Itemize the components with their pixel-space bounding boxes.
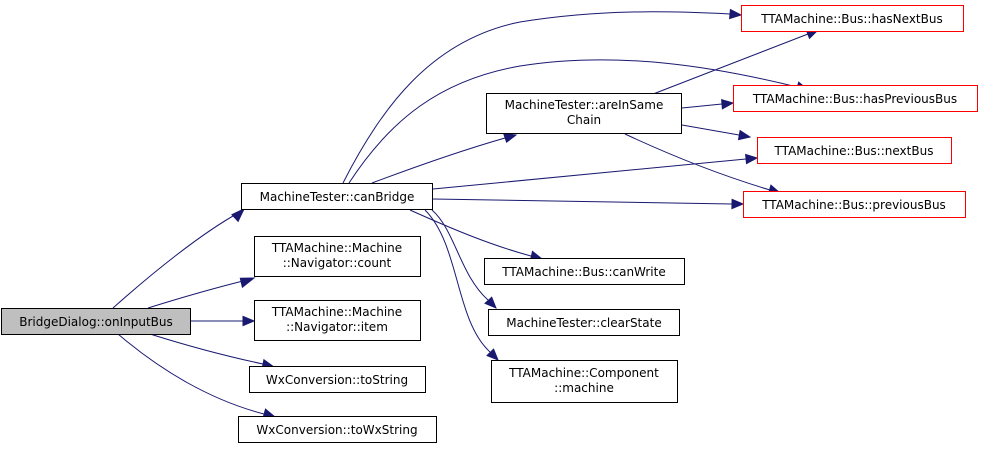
edge-canBridge-to-hasNextBus bbox=[342, 8, 743, 184]
edge-areInSameChain-to-previousBus bbox=[624, 133, 782, 195]
edge-canBridge-to-previousBus bbox=[432, 198, 745, 210]
edge-canBridge-to-areInSameChain bbox=[371, 132, 518, 184]
node-label-line1: TTAMachine::Machine bbox=[271, 241, 402, 255]
node-machine-navigator-item[interactable]: TTAMachine::Machine ::Navigator::item bbox=[254, 300, 421, 341]
node-label-line1: TTAMachine::Machine bbox=[271, 305, 402, 319]
edge-canBridge-to-clearState bbox=[431, 209, 497, 309]
node-label-line1: MachineTester::areInSame bbox=[505, 98, 664, 112]
node-label: TTAMachine::Bus::hasNextBus bbox=[760, 12, 942, 26]
node-machine-navigator-count[interactable]: TTAMachine::Machine ::Navigator::count bbox=[254, 236, 421, 277]
edge-canBridge-to-canWrite bbox=[409, 209, 544, 261]
edge-canBridge-to-component-machine bbox=[424, 209, 499, 361]
edge-canBridge-to-nextBus bbox=[432, 153, 759, 190]
node-wxconversion-tostring[interactable]: WxConversion::toString bbox=[249, 366, 426, 393]
node-bridgedialog-oninputbus[interactable]: BridgeDialog::onInputBus bbox=[1, 308, 191, 335]
node-machinetester-canbridge[interactable]: MachineTester::canBridge bbox=[241, 183, 433, 210]
node-label-line1: TTAMachine::Component bbox=[508, 366, 659, 380]
node-wxconversion-towxstring[interactable]: WxConversion::toWxString bbox=[238, 416, 437, 443]
edge-areInSameChain-to-hasPreviousBus bbox=[681, 99, 735, 110]
node-bus-canwrite[interactable]: TTAMachine::Bus::canWrite bbox=[484, 258, 685, 285]
node-label: TTAMachine::Bus::canWrite bbox=[501, 265, 665, 279]
node-machinetester-clearstate[interactable]: MachineTester::clearState bbox=[488, 309, 680, 336]
edge-onInputBus-to-canBridge bbox=[112, 207, 246, 309]
node-label: BridgeDialog::onInputBus bbox=[19, 315, 173, 329]
edge-onInputBus-to-navigator-count bbox=[147, 277, 256, 309]
node-bus-previousbus[interactable]: TTAMachine::Bus::previousBus bbox=[743, 191, 966, 218]
node-label: MachineTester::canBridge bbox=[260, 190, 415, 204]
node-bus-haspreviousbus[interactable]: TTAMachine::Bus::hasPreviousBus bbox=[733, 85, 978, 112]
node-label: TTAMachine::Bus::hasPreviousBus bbox=[752, 92, 957, 106]
node-label-line2: ::Navigator::item bbox=[286, 320, 388, 334]
edge-areInSameChain-to-nextBus bbox=[681, 124, 752, 141]
node-bus-nextbus[interactable]: TTAMachine::Bus::nextBus bbox=[757, 137, 952, 164]
node-label-line2: ::machine bbox=[554, 381, 614, 395]
node-label: WxConversion::toWxString bbox=[256, 423, 417, 437]
node-component-machine[interactable]: TTAMachine::Component ::machine bbox=[491, 360, 678, 403]
node-label-line2: ::Navigator::count bbox=[283, 256, 392, 270]
node-bus-hasnextbus[interactable]: TTAMachine::Bus::hasNextBus bbox=[741, 5, 964, 32]
edge-onInputBus-to-navigator-item bbox=[190, 315, 256, 327]
node-label-line2: Chain bbox=[567, 113, 601, 127]
node-label: TTAMachine::Bus::previousBus bbox=[761, 198, 946, 212]
node-label: MachineTester::clearState bbox=[506, 316, 661, 330]
node-machinetester-areinsamechain[interactable]: MachineTester::areInSame Chain bbox=[486, 93, 682, 134]
node-label: WxConversion::toString bbox=[266, 373, 408, 387]
node-label: TTAMachine::Bus::nextBus bbox=[774, 144, 934, 158]
